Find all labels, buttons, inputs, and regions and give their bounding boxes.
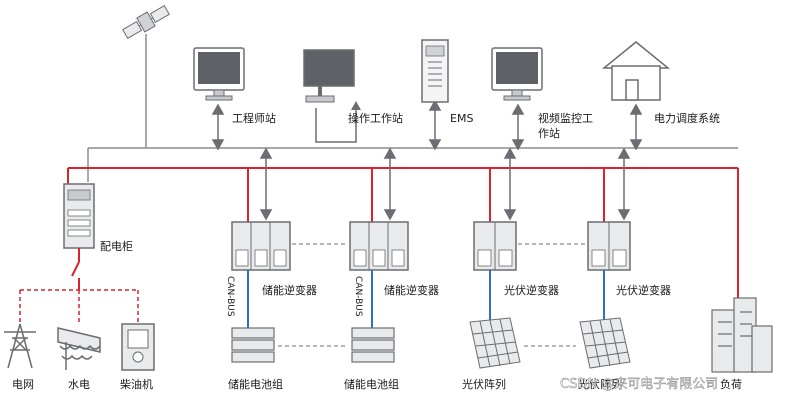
label-load: 负荷 [720,377,742,391]
operator-arrow-up [351,101,361,110]
label-operator-station: 操作工作站 [348,111,403,125]
label-storage-inverter-2: 储能逆变器 [384,283,439,297]
label-battery-group-2: 储能电池组 [344,377,399,391]
label-engineer-station: 工程师站 [232,111,276,125]
label-pv-array-2: 光伏阵列 [578,377,622,391]
label-can-bus-1: CAN-BUS [225,276,235,317]
watermark: CSDN @来可电子有限公司 [560,377,718,392]
satellite-icon [122,4,170,40]
label-video-station-line2: 作站 [538,126,560,140]
inverter-icon [473,221,517,271]
operator-link [315,108,357,143]
label-hydro: 水电 [68,378,90,391]
label-grid: 电网 [12,378,34,391]
transmission-tower-icon [4,323,36,369]
inverter-icon [349,221,409,271]
solar-panel-icon [469,317,521,369]
monitor-icon [491,47,543,101]
label-ems: EMS [450,112,473,125]
label-battery-group-1: 储能电池组 [228,377,283,391]
label-pv-array: 光伏阵列 [462,377,506,391]
inverter-comm-arrows [259,147,631,221]
label-pv-inverter-2: 光伏逆变器 [616,283,671,297]
label-dispatch: 电力调度系统 [654,111,720,125]
label-pv-inverter-1: 光伏逆变器 [504,283,559,297]
switch-blade [71,261,80,277]
label-diesel: 柴油机 [120,377,153,391]
monitor-icon [303,49,355,103]
house-icon [601,41,671,101]
solar-panel-icon [579,317,631,369]
monitor-icon [193,47,245,101]
inverter-icon [587,221,631,271]
battery-rack-icon [231,327,275,363]
label-switchgear: 配电柜 [100,240,133,253]
distribution-dashed [19,289,139,322]
inverter-icon [231,221,291,271]
building-icon [711,297,773,373]
battery-rack-icon [351,327,395,363]
hydro-dam-icon [57,327,101,370]
cabinet-icon [63,183,95,249]
rack-server-icon [421,39,449,103]
top-arrows [211,99,643,151]
diesel-generator-icon [121,323,155,371]
label-storage-inverter-1: 储能逆变器 [262,283,317,297]
label-video-station-line1: 视频监控工 [538,111,593,125]
label-can-bus-2: CAN-BUS [353,276,363,317]
